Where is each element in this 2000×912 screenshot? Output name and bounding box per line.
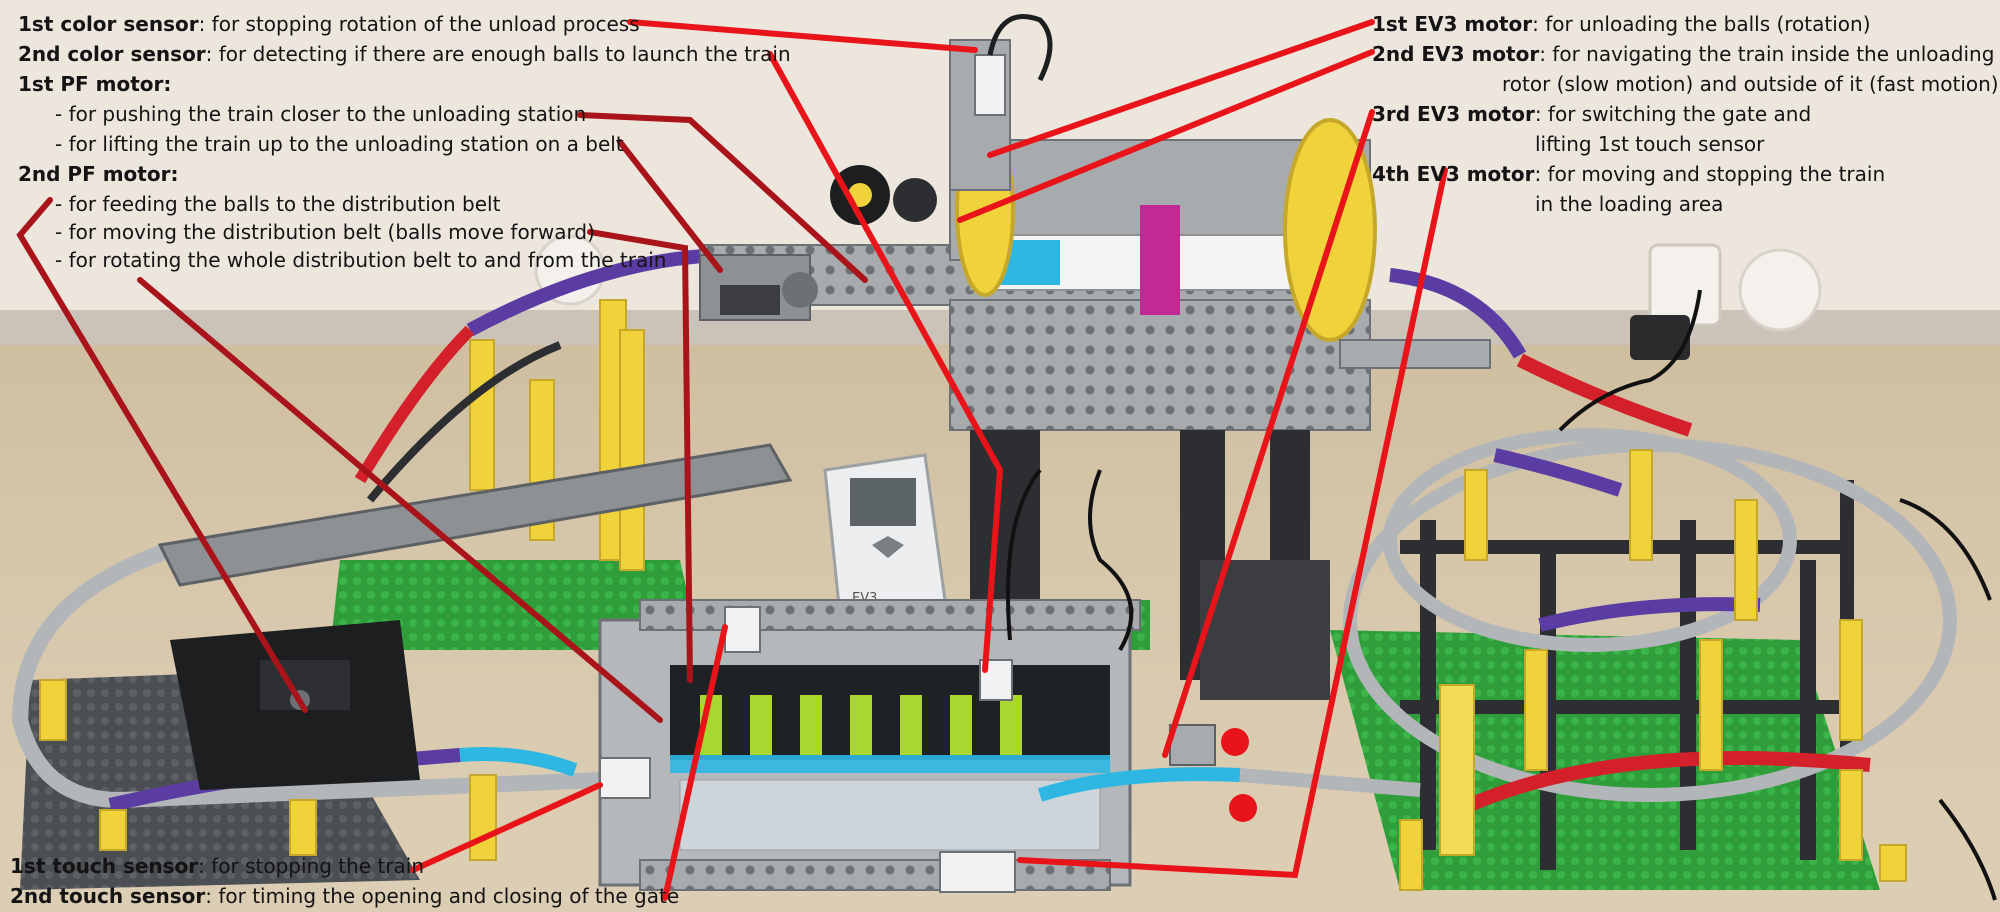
label-desc: : for stopping the train bbox=[198, 854, 425, 878]
purple-track-right-2 bbox=[1538, 597, 1761, 632]
touch-sensor-icon bbox=[939, 851, 1016, 893]
label-name: 2nd EV3 motor bbox=[1372, 42, 1540, 66]
label-desc: : for moving and stopping the train bbox=[1534, 162, 1886, 186]
label-pf-motor-2-item: - for rotating the whole distribution be… bbox=[55, 248, 667, 272]
label-ev3-motor-4: 4th EV3 motor: for moving and stopping t… bbox=[1372, 160, 1885, 188]
label-pf-motor-2: 2nd PF motor: bbox=[18, 160, 178, 188]
annotation-lines-red bbox=[410, 19, 1448, 901]
label-desc: : for stopping rotation of the unload pr… bbox=[198, 12, 640, 36]
yellow-pillars-right bbox=[1399, 449, 1907, 891]
red-ball bbox=[1229, 794, 1257, 822]
touch-sensor-icon bbox=[724, 606, 761, 653]
cable bbox=[1899, 498, 1992, 601]
label-name: 2nd PF motor: bbox=[18, 162, 179, 186]
label-color-sensor-1: 1st color sensor: for stopping rotation … bbox=[18, 10, 640, 38]
dark-track-incline bbox=[366, 341, 562, 503]
gray-track-station-exit bbox=[1239, 768, 1421, 797]
label-name: 1st PF motor: bbox=[18, 72, 172, 96]
label-desc: : for timing the opening and closing of … bbox=[205, 884, 680, 908]
cable bbox=[1938, 798, 1997, 901]
label-name: 4th EV3 motor bbox=[1372, 162, 1535, 186]
label-pf-motor-2-item: - for feeding the balls to the distribut… bbox=[55, 192, 501, 216]
ev3-motor-icon bbox=[1169, 724, 1216, 766]
label-touch-sensor-2: 2nd touch sensor: for timing the opening… bbox=[10, 882, 679, 910]
label-pf-motor-1-item: - for pushing the train closer to the un… bbox=[55, 102, 587, 126]
label-ev3-motor-2: 2nd EV3 motor: for navigating the train … bbox=[1372, 40, 1994, 68]
label-ev3-motor-1: 1st EV3 motor: for unloading the balls (… bbox=[1372, 10, 1871, 38]
label-touch-sensor-1: 1st touch sensor: for stopping the train bbox=[10, 852, 424, 880]
touch-sensor-icon bbox=[599, 757, 651, 799]
label-ev3-motor-4-cont: in the loading area bbox=[1535, 192, 1724, 216]
azure-track-station bbox=[1037, 767, 1241, 802]
label-name: 2nd touch sensor bbox=[10, 884, 206, 908]
label-desc: : for detecting if there are enough ball… bbox=[205, 42, 791, 66]
red-track-incline bbox=[354, 325, 475, 484]
label-color-sensor-2: 2nd color sensor: for detecting if there… bbox=[18, 40, 791, 68]
red-ball bbox=[1221, 728, 1249, 756]
label-name: 1st color sensor bbox=[18, 12, 199, 36]
label-desc: : for unloading the balls (rotation) bbox=[1532, 12, 1871, 36]
ev3-brick-icon: EV3 bbox=[823, 453, 947, 617]
label-name: 1st touch sensor bbox=[10, 854, 199, 878]
sensor-cable bbox=[987, 14, 1053, 82]
power-adapter bbox=[1630, 315, 1690, 360]
label-name: 3rd EV3 motor bbox=[1372, 102, 1535, 126]
label-name: 1st EV3 motor bbox=[1372, 12, 1533, 36]
cable bbox=[1558, 289, 1702, 432]
label-name: 2nd color sensor bbox=[18, 42, 206, 66]
wall-socket-right bbox=[1738, 248, 1822, 332]
incline-ramp bbox=[157, 443, 793, 587]
label-desc: : for switching the gate and bbox=[1534, 102, 1812, 126]
label-ev3-motor-3: 3rd EV3 motor: for switching the gate an… bbox=[1372, 100, 1811, 128]
label-desc: : for navigating the train inside the un… bbox=[1539, 42, 1995, 66]
color-sensor-icon bbox=[974, 54, 1006, 116]
label-ev3-motor-2-cont: rotor (slow motion) and outside of it (f… bbox=[1502, 72, 1999, 96]
cable bbox=[1088, 469, 1134, 652]
power-plug-icon bbox=[1648, 243, 1722, 327]
label-pf-motor-1-item: - for lifting the train up to the unload… bbox=[55, 132, 624, 156]
purple-track-incline bbox=[466, 248, 721, 337]
azure-track-left bbox=[459, 747, 578, 777]
yellow-pillars-left bbox=[39, 299, 645, 861]
purple-track-upper-right bbox=[1389, 268, 1527, 359]
unloading-station bbox=[699, 39, 1491, 431]
label-ev3-motor-3-cont: lifting 1st touch sensor bbox=[1535, 132, 1765, 156]
left-curve-track bbox=[11, 542, 601, 809]
cable bbox=[1006, 468, 1042, 641]
purple-track-right-1 bbox=[1493, 448, 1623, 497]
loading-station bbox=[598, 599, 1141, 891]
annotation-lines-dark-red bbox=[16, 112, 868, 723]
label-pf-motor-1: 1st PF motor: bbox=[18, 70, 171, 98]
red-track-right-2 bbox=[1467, 751, 1871, 812]
label-pf-motor-2-item: - for moving the distribution belt (ball… bbox=[55, 220, 595, 244]
train-car-black bbox=[170, 620, 420, 790]
